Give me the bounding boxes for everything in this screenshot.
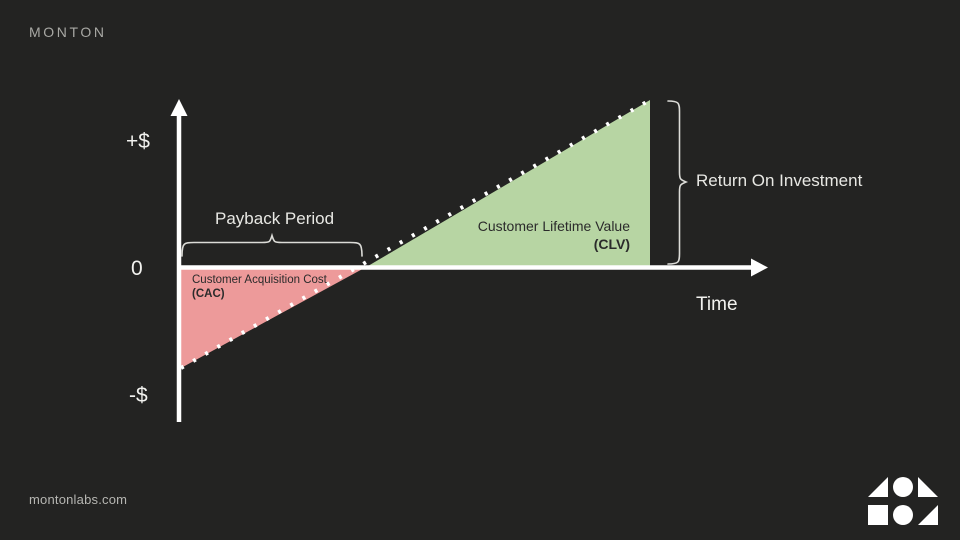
footer-url: montonlabs.com [29,492,128,507]
logo-circle-top-center [893,477,913,497]
logo-circle-bottom-center [893,505,913,525]
return-on-investment-label: Return On Investment [696,171,863,190]
logo-triangle-bottom-right [918,505,938,525]
clv-region [368,100,650,266]
logo-square-bottom-left [868,505,888,525]
cumulative-value-line [180,98,651,370]
x-axis-label-time: Time [696,294,738,315]
logo-triangle-top-left [868,477,888,497]
payback-period-brace [181,232,363,257]
y-axis-label-positive: +$ [126,130,150,153]
brand-wordmark: MONTON [29,24,107,40]
monton-shapes-logo-icon [868,477,938,525]
cac-region [181,266,368,368]
y-axis-label-negative: -$ [129,384,148,407]
logo-triangle-top-right [918,477,938,497]
clv-label-group: Customer Lifetime Value (CLV) [420,218,630,253]
cac-label-abbr: (CAC) [192,288,225,301]
y-axis [170,99,188,422]
payback-period-label: Payback Period [215,209,335,228]
x-axis [179,258,768,277]
clv-label-abbr: (CLV) [593,235,630,252]
roi-brace [667,100,689,265]
clv-label-name: Customer Lifetime Value [477,218,630,234]
cac-label-group: Customer Acquisition Cost (CAC) [192,273,327,302]
y-axis-label-zero: 0 [131,257,143,280]
cac-label-name: Customer Acquisition Cost [192,274,327,286]
